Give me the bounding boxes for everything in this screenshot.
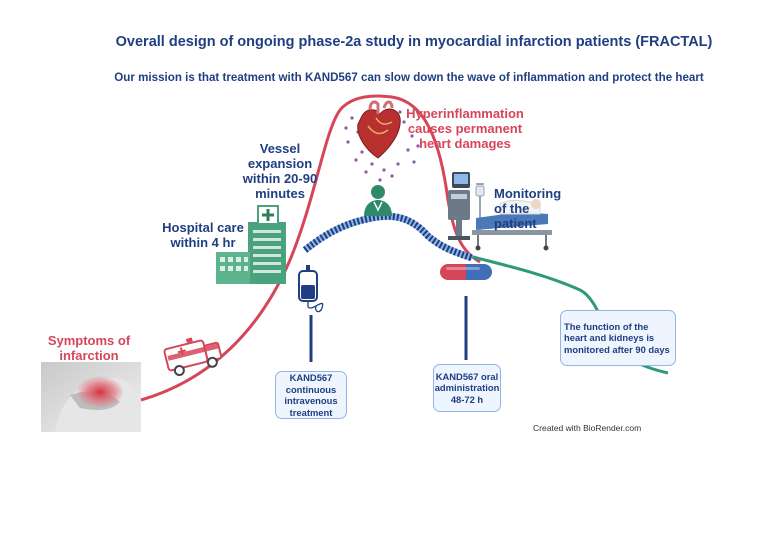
hyperinflammation-label: Hyperinflammation causes permanent heart…: [406, 106, 524, 151]
patient-photo: [41, 362, 141, 432]
monitoring-label: Monitoring of the patient: [494, 186, 562, 231]
ambulance-icon: [163, 337, 223, 377]
heart-icon: [344, 100, 420, 182]
symptoms-label: Symptoms of infarction: [47, 333, 131, 363]
iv-treatment-box: KAND567 continuous intravenous treatment: [275, 371, 347, 419]
hospital-building-icon: [216, 205, 286, 284]
credit-text: Created with BioRender.com: [533, 423, 642, 433]
page-title: Overall design of ongoing phase-2a study…: [115, 34, 713, 50]
hospital-bed-monitor-icon: [448, 172, 552, 251]
follow-up-box: The function of the heart and kidneys is…: [560, 310, 676, 366]
oral-administration-box: KAND567 oral administration 48-72 h: [433, 364, 501, 412]
page-subtitle: Our mission is that treatment with KAND5…: [114, 71, 704, 84]
iv-bag-icon: [298, 265, 324, 313]
capsule-icon: [440, 264, 492, 280]
hospital-care-label: Hospital care within 4 hr: [162, 220, 244, 250]
doctor-icon: [364, 185, 392, 216]
vessel-expansion-label: Vessel expansion within 20-90 minutes: [242, 141, 318, 201]
inflammation-curve: [140, 94, 481, 402]
